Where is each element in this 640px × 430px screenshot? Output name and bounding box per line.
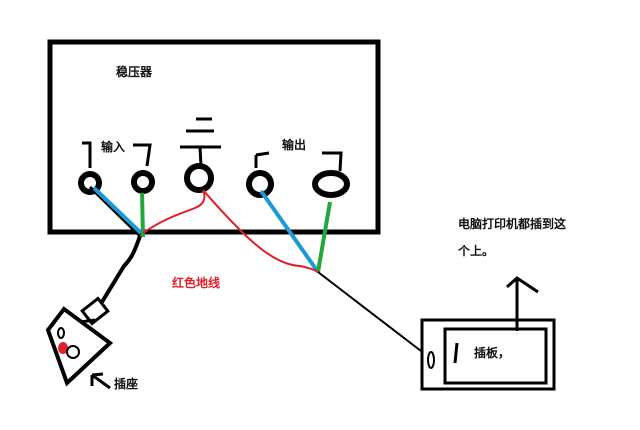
terminals — [78, 163, 350, 198]
green-wire-input — [140, 192, 145, 238]
red-ground-wire — [142, 189, 319, 273]
socket-label: 插座 — [114, 377, 139, 391]
terminal-output-2 — [312, 170, 350, 198]
stabilizer-box — [47, 39, 381, 235]
blue-wire-input — [88, 185, 142, 238]
terminal-ground — [184, 163, 214, 193]
power-strip-inner — [443, 327, 548, 385]
socket-hole-1 — [57, 327, 65, 339]
plug — [80, 296, 110, 326]
input-label: 输入 — [101, 140, 126, 154]
power-strip-cable — [317, 271, 422, 352]
green-wire-output — [316, 201, 332, 273]
up-arrow-icon — [505, 276, 539, 331]
terminal-input-1 — [78, 171, 102, 195]
power-strip-label: 插板， — [474, 346, 511, 360]
output-label: 输出 — [282, 138, 307, 152]
socket-hole-ground — [58, 342, 68, 354]
terminal-input-2 — [131, 170, 155, 194]
terminal-output-1 — [246, 170, 274, 198]
power-strip-slot — [453, 342, 459, 364]
socket-hole-2 — [66, 345, 80, 359]
ground-wire-label: 红色地线 — [172, 276, 221, 290]
blue-wire-input-color — [92, 186, 143, 235]
socket-arrow-icon — [90, 372, 111, 390]
note-line-2: 个上。 — [458, 244, 495, 258]
terminal-leads — [82, 117, 343, 172]
stabilizer-label: 稳压器 — [116, 65, 153, 79]
blue-wire-output — [259, 189, 320, 274]
socket-cable — [100, 235, 142, 304]
power-strip-outer — [420, 318, 556, 391]
socket-body — [45, 306, 114, 387]
note-line-1: 电脑打印机都插到这 — [458, 217, 567, 231]
power-strip-switch — [427, 351, 435, 369]
